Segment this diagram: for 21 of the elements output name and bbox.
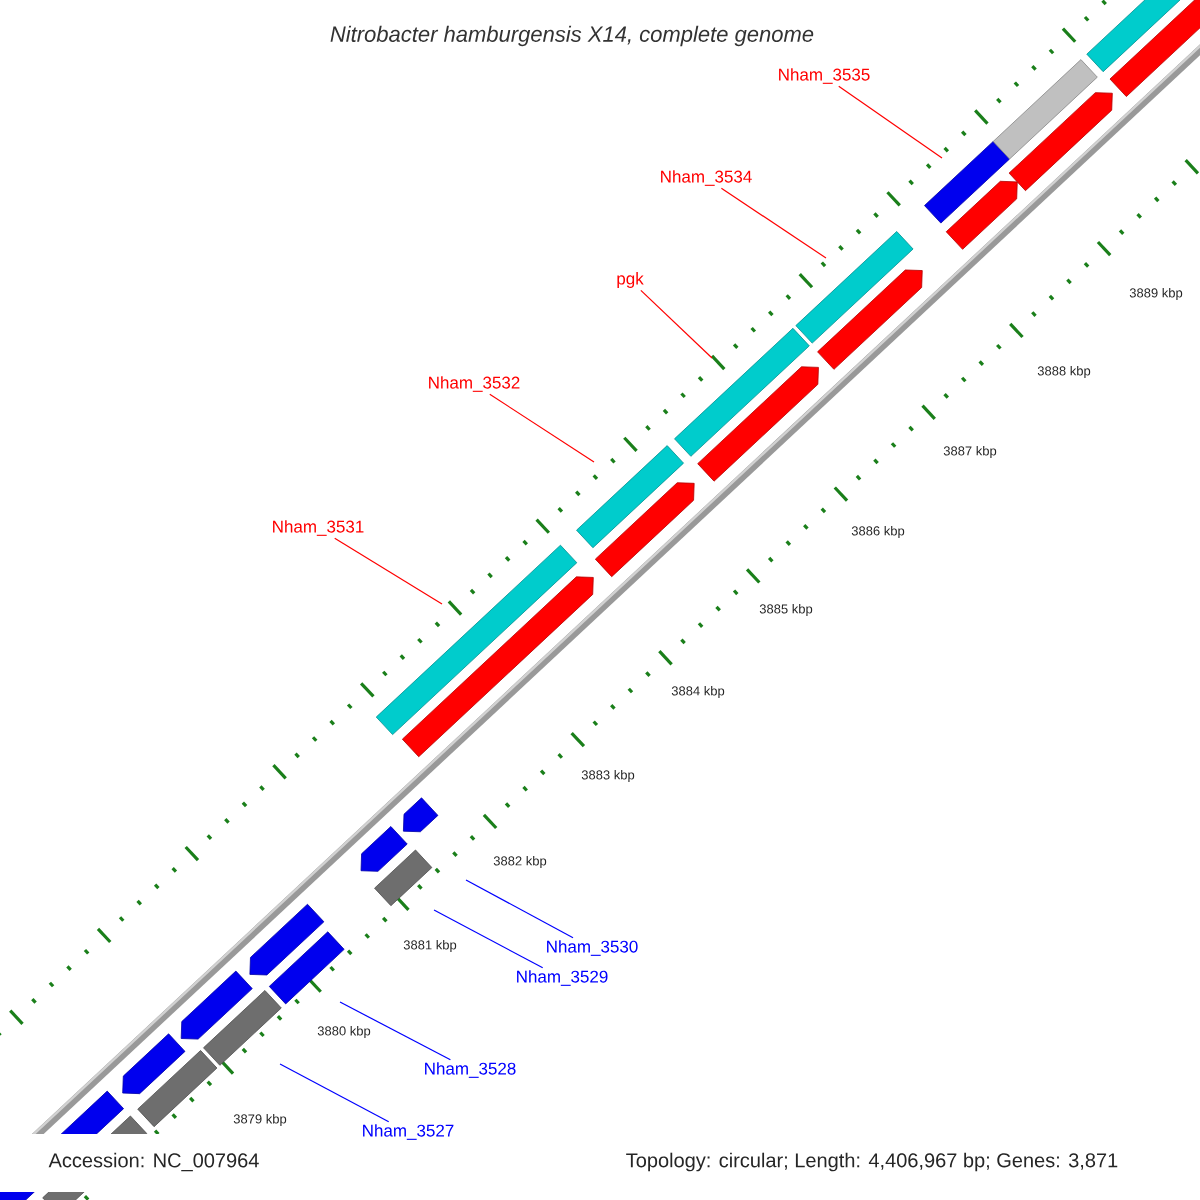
gene-label: Nham_3527	[363, 1124, 454, 1140]
leader-line	[640, 289, 713, 359]
leader-line	[838, 85, 943, 159]
leader-line	[433, 909, 544, 969]
gene-label: Nham_3530	[547, 940, 638, 956]
leader-line	[489, 393, 595, 463]
gene-label: Nham_3531	[273, 520, 364, 536]
leader-line	[720, 187, 827, 259]
leader-line	[334, 537, 443, 605]
gene-label: Nham_3529	[517, 970, 608, 986]
title: Nitrobacter hamburgensis X14, complete genome	[330, 25, 814, 47]
gene-label: Nham_3534	[661, 170, 752, 186]
gene-label: Nham_3532	[429, 376, 520, 392]
gene-label: Nham_3528	[425, 1062, 516, 1078]
gene-label: Nham_3535	[779, 68, 870, 84]
leader-line	[279, 1063, 390, 1123]
info-text: Accession: NC_007964	[48, 1152, 259, 1172]
info-text: Topology: circular; Length: 4,406,967 bp; Genes: 3,871	[626, 1152, 1118, 1172]
leader-line	[339, 1001, 452, 1061]
gene-label: pgk	[617, 272, 644, 288]
leader-line	[465, 879, 574, 939]
